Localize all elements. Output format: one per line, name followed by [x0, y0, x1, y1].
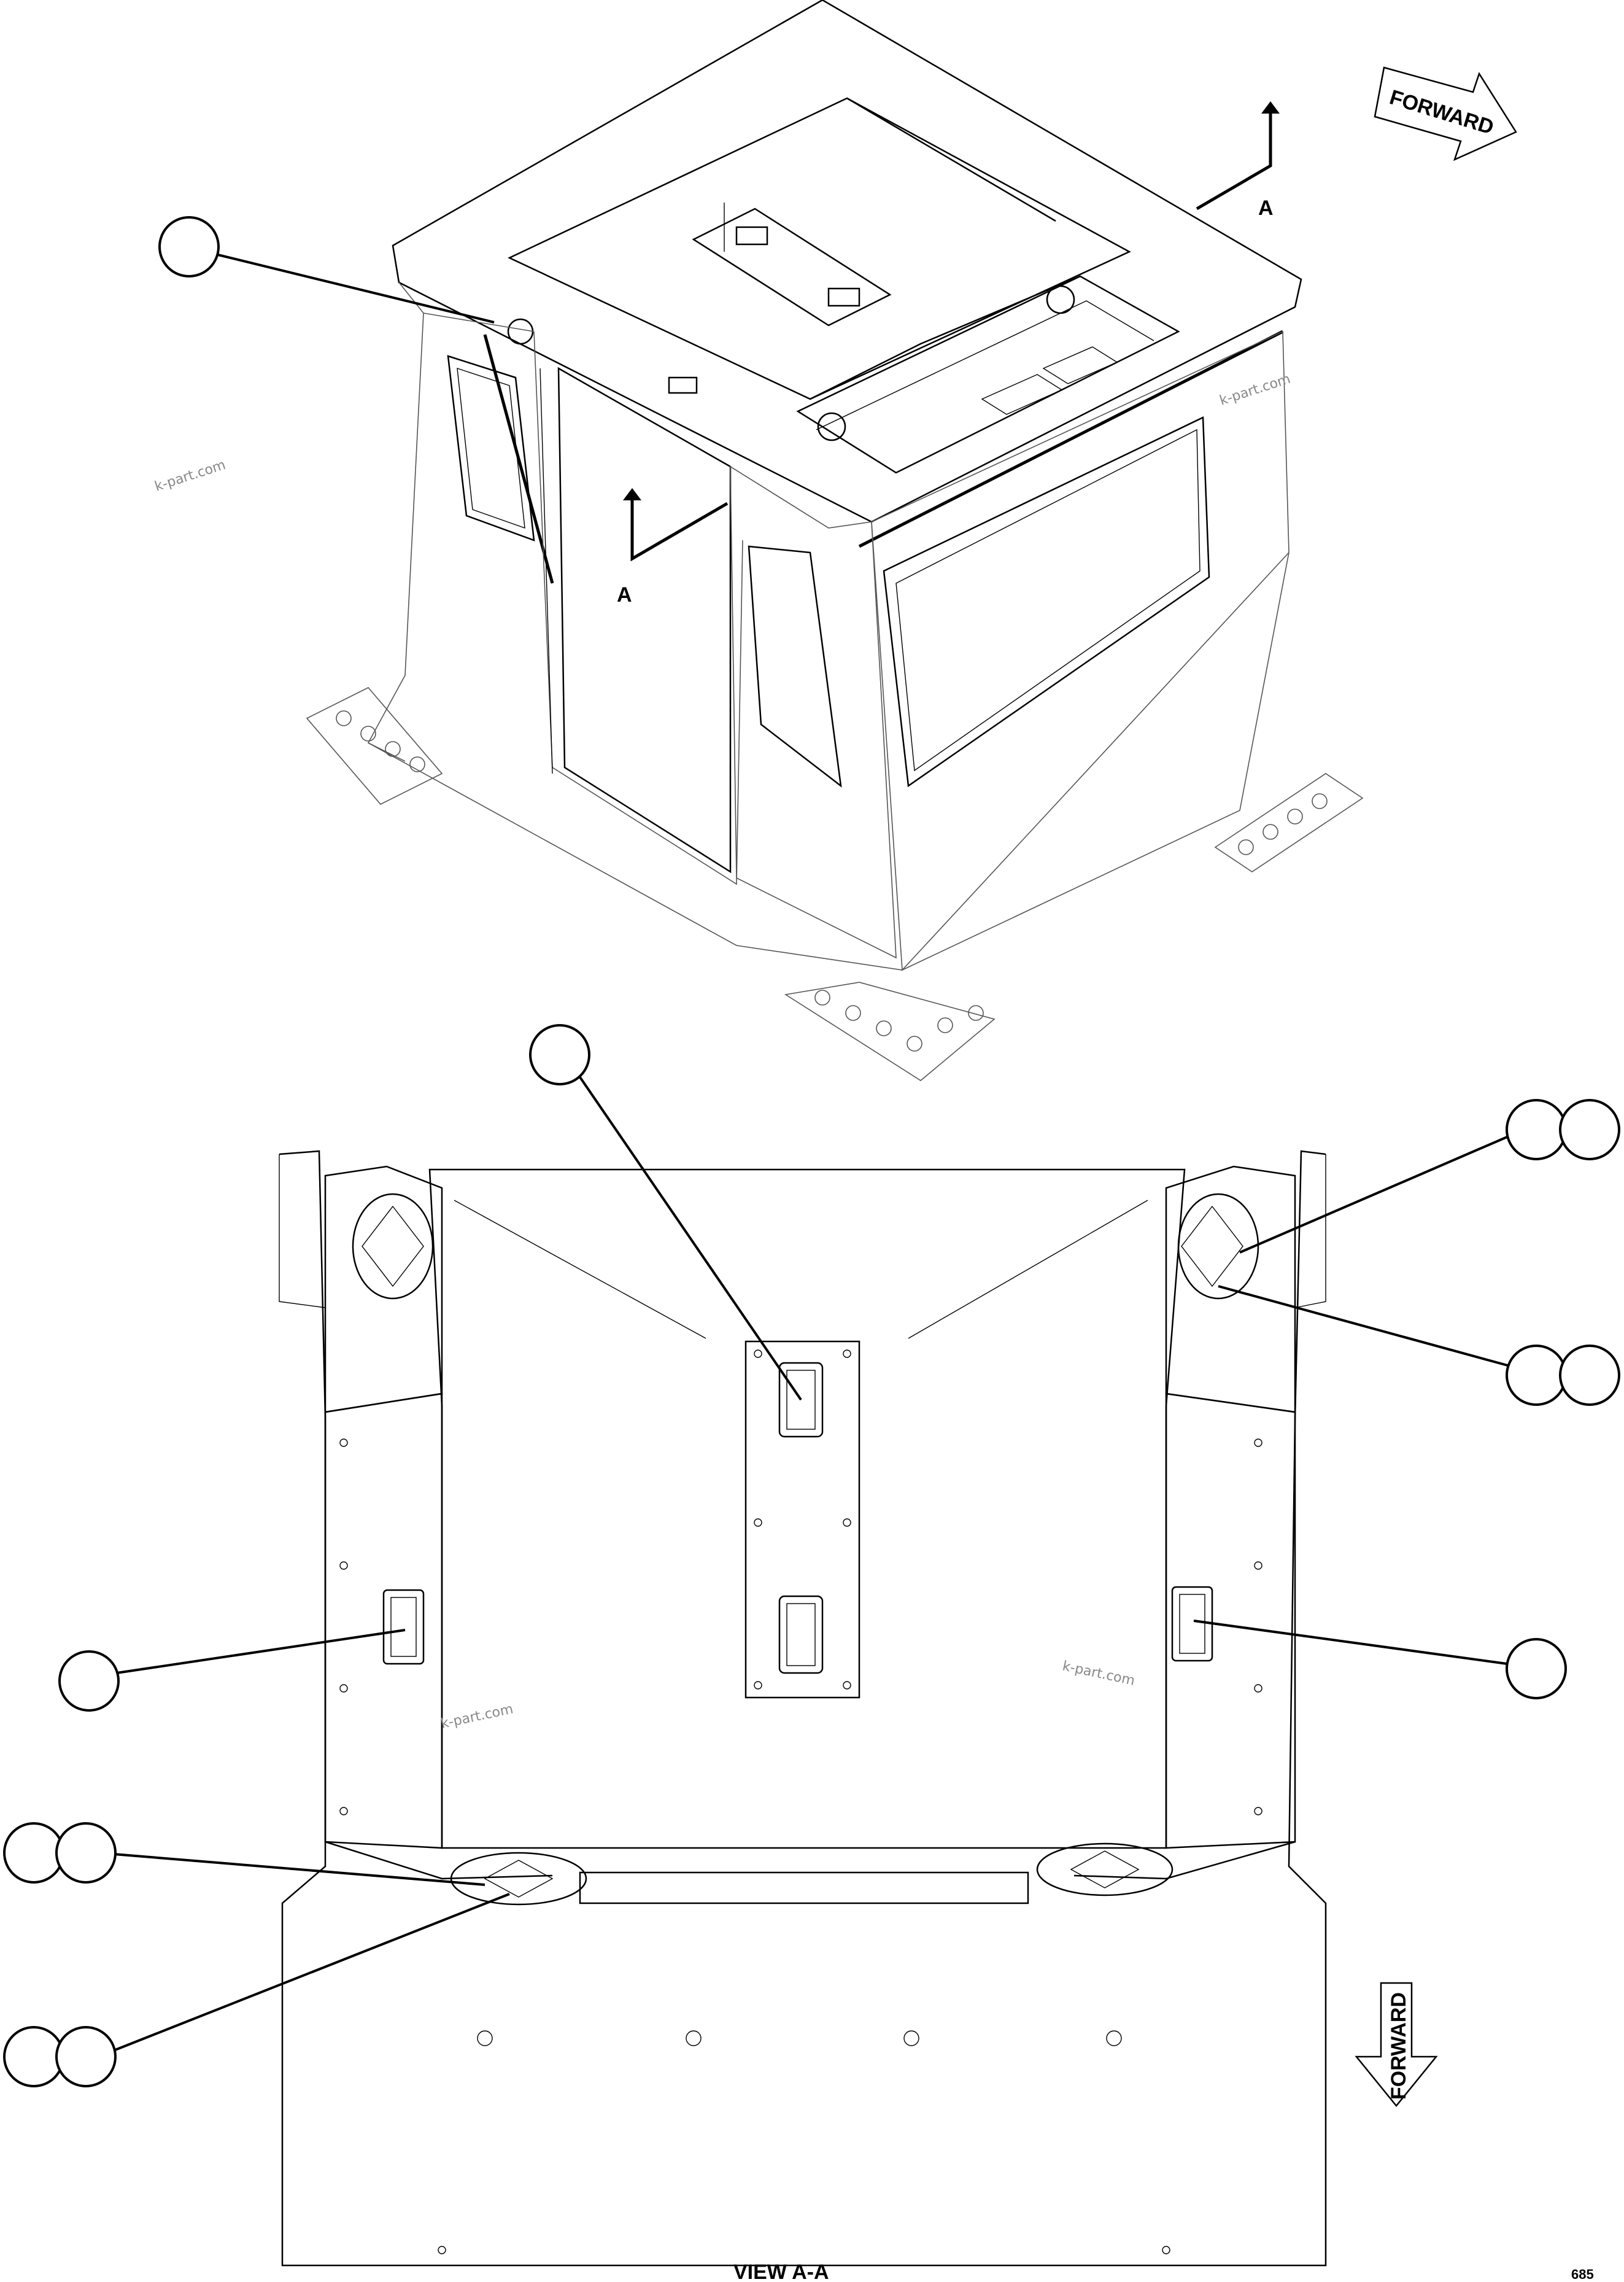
- callout-bubble-3b: [1559, 1099, 1620, 1160]
- callout-bubble-6: [1506, 1638, 1567, 1699]
- speaker-upper-right: [1177, 1193, 1259, 1300]
- forward-label-bottom: FORWARD: [1387, 1992, 1410, 2100]
- drawing-code: 685: [1571, 2267, 1594, 2282]
- watermark-1: k-part.com: [153, 457, 228, 495]
- callout-bubble-8a: [3, 2026, 64, 2087]
- mounting-pad-left: [306, 687, 443, 805]
- view-caption: VIEW A-A: [733, 2261, 829, 2282]
- watermark-2: k-part.com: [1218, 371, 1293, 409]
- forward-arrow-top: FORWARD: [1374, 66, 1517, 161]
- section-label-upper: A: [1258, 196, 1274, 220]
- callout-bubble-4a: [1506, 1345, 1567, 1406]
- callout-bubble-4b: [1559, 1345, 1620, 1406]
- mounting-pad-front: [784, 982, 996, 1081]
- callout-bubble-7b: [55, 1822, 117, 1884]
- callout-bubble-1: [158, 216, 220, 277]
- callout-bubble-7a: [3, 1822, 64, 1884]
- center-console-panel: [744, 1340, 860, 1699]
- speaker-upper-left: [352, 1193, 434, 1300]
- callout-bubble-8b: [55, 2026, 117, 2087]
- forward-arrow-bottom: FORWARD: [1355, 1982, 1438, 2107]
- speaker-lower-right: [1036, 1842, 1174, 1896]
- fasteners: [339, 1349, 1262, 2254]
- handle-left: [382, 1589, 425, 1665]
- callout-bubble-2: [529, 1024, 590, 1085]
- forward-label-top: FORWARD: [1387, 85, 1496, 139]
- section-arrow-lower: A: [617, 488, 729, 607]
- cab-isometric-view: A A FORWARD k-part.com k-part.com: [153, 0, 1517, 1081]
- callout-bubble-5: [58, 1650, 120, 1712]
- view-a-a: VIEW A-A 685 FORWARD k-part.com k-part.c…: [3, 1024, 1620, 2282]
- handle-right: [1171, 1586, 1213, 1662]
- section-label-lower: A: [617, 583, 632, 607]
- section-arrow-upper: A: [1196, 101, 1280, 220]
- watermark-4: k-part.com: [1061, 1658, 1136, 1688]
- speaker-lower-left: [450, 1852, 587, 1906]
- callout-bubble-3a: [1506, 1099, 1567, 1160]
- watermark-3: k-part.com: [439, 1702, 514, 1732]
- mounting-pad-right: [1214, 773, 1364, 872]
